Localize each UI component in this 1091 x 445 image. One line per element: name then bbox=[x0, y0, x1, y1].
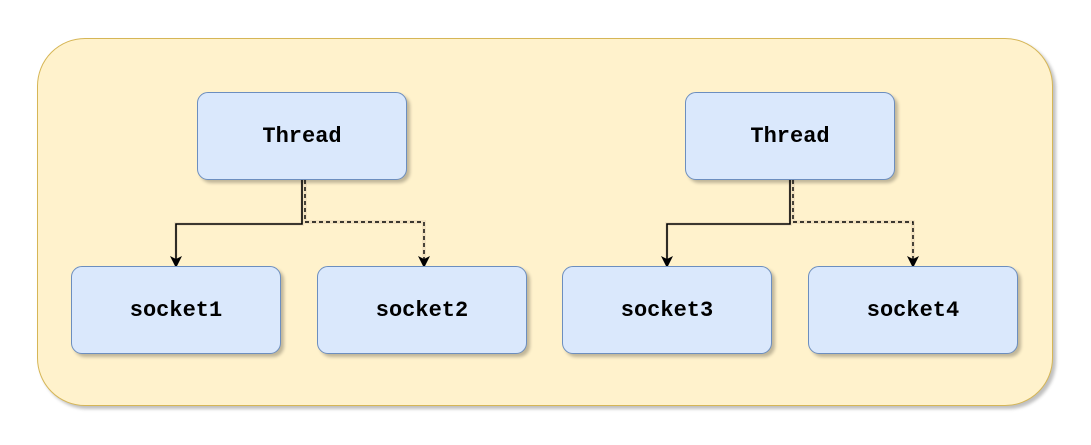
edge-thread2-socket3 bbox=[661, 180, 792, 268]
thread-node-2[interactable]: Thread bbox=[685, 92, 895, 180]
edge-thread2-socket4 bbox=[791, 180, 919, 268]
socket-node-2[interactable]: socket2 bbox=[317, 266, 527, 354]
socket-node-2-label: socket2 bbox=[375, 297, 469, 323]
socket-node-1-label: socket1 bbox=[129, 297, 223, 323]
socket-node-1[interactable]: socket1 bbox=[71, 266, 281, 354]
edge-thread1-socket2 bbox=[303, 180, 430, 268]
edge-thread1-socket1 bbox=[170, 180, 304, 268]
socket-node-4[interactable]: socket4 bbox=[808, 266, 1018, 354]
thread-node-1-label: Thread bbox=[262, 123, 342, 149]
thread-node-1[interactable]: Thread bbox=[197, 92, 407, 180]
socket-node-3-label: socket3 bbox=[620, 297, 714, 323]
socket-node-3[interactable]: socket3 bbox=[562, 266, 772, 354]
socket-node-4-label: socket4 bbox=[866, 297, 960, 323]
thread-node-2-label: Thread bbox=[750, 123, 830, 149]
